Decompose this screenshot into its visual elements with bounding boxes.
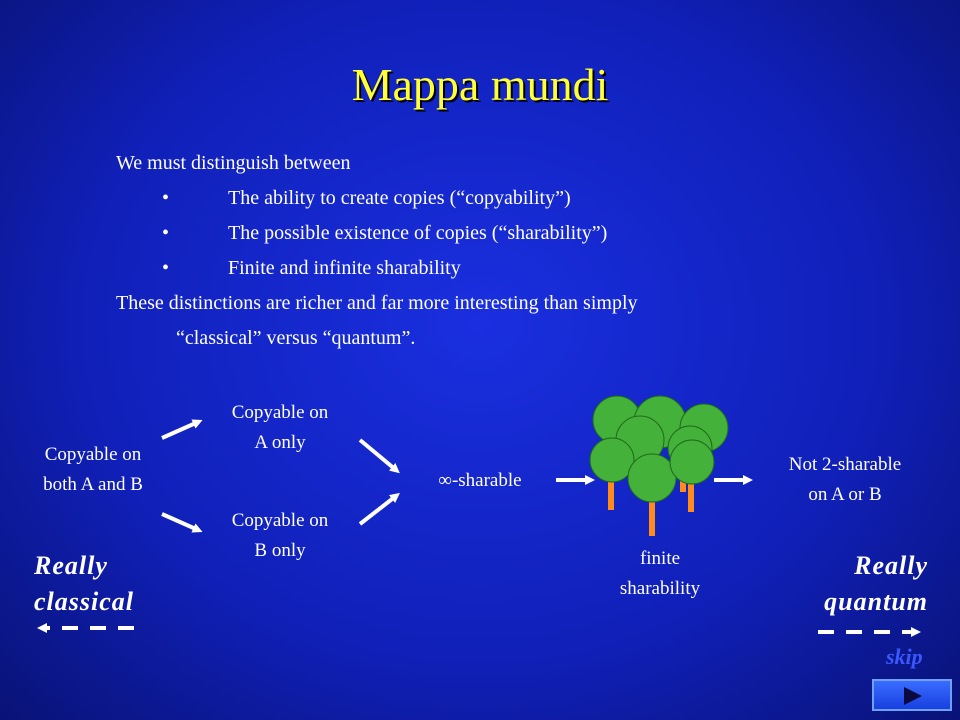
bullet-item: • The possible existence of copies (“shar… [116,216,638,251]
intro-text: We must distinguish between [116,152,351,174]
bullet-text: Finite and infinite sharability [228,257,461,279]
arrow-both-to-a [161,419,203,440]
bullet-item: • Finite and infinite sharability [116,251,638,286]
node-copyable-both: Copyable on both A and B [18,440,168,500]
tree-cluster-icon [589,395,729,536]
really-classical-line1: Really [34,551,108,580]
node-finite-line1: finite [639,548,681,569]
really-quantum-line1: Really [854,551,928,580]
bullet-item: • The ability to create copies (“copyabil… [116,181,638,216]
really-quantum-line2: quantum [824,587,928,616]
node-copyable-both-line1: Copyable on [44,444,142,465]
slide-body: We must distinguish between • The ability… [116,146,638,356]
arrow-a-to-infinite [358,438,400,474]
arrow-both-to-b [161,512,203,533]
next-slide-button[interactable] [872,679,952,711]
bullet-glyph: • [162,222,170,244]
node-not2-line1: Not 2-sharable [788,454,902,475]
node-finite-sharability: finite sharability [590,544,730,604]
node-copyable-a-only: Copyable on A only [205,398,355,458]
conclusion-line-1: These distinctions are richer and far mo… [116,292,638,314]
really-quantum-label: Really quantum [796,548,928,620]
bullet-glyph: • [162,187,170,209]
node-copyable-b-only: Copyable on B only [205,506,355,566]
node-copyable-both-line2: both A and B [43,474,143,495]
arrow-b-to-infinite [358,492,400,526]
really-classical-line2: classical [34,587,134,616]
node-copyable-b-only-line1: Copyable on [231,510,329,531]
skip-link[interactable]: skip [886,644,923,669]
slide-title: Mappa mundi [351,59,609,110]
node-copyable-b-only-line2: B only [254,540,306,561]
node-not-2-sharable: Not 2-sharable on A or B [760,450,930,510]
bullet-text: The possible existence of copies (“shara… [228,222,608,244]
node-copyable-a-only-line2: A only [254,432,306,453]
play-triangle-icon [904,687,922,705]
node-infinite-sharable: ∞-sharable [438,470,522,491]
really-classical-label: Really classical [34,548,134,620]
node-copyable-a-only-line1: Copyable on [231,402,329,423]
bullet-text: The ability to create copies (“copyabili… [228,187,571,209]
conclusion-line-2: “classical” versus “quantum”. [176,327,416,349]
node-not2-line2: on A or B [808,484,882,505]
node-finite-line2: sharability [619,578,701,599]
bullet-glyph: • [162,257,170,279]
